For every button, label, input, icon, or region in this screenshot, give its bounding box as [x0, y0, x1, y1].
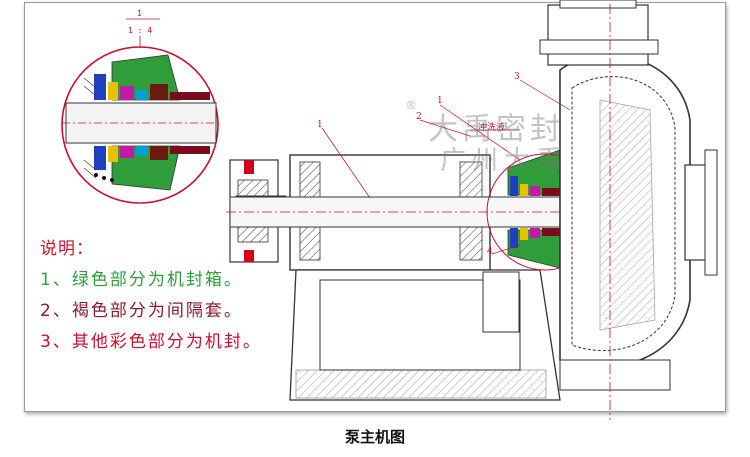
callout-4: 4 — [487, 247, 493, 257]
mechanical-seal-box — [507, 149, 566, 269]
note-spacer: 2、褐色部分为间隔套。 — [40, 301, 243, 321]
seal-detail-view — [61, 46, 220, 204]
registered-mark: ® — [405, 98, 417, 112]
callout-1: 1 — [317, 120, 323, 130]
figure-caption: 泵主机图 — [344, 428, 405, 446]
notes-title: 说明： — [40, 239, 94, 259]
pump-casing — [539, 0, 718, 391]
watermark-line2: 广州大禹 — [440, 146, 569, 176]
pump-base — [289, 269, 561, 401]
detail-scale-numerator: 1 — [137, 9, 142, 18]
callout-3: 3 — [514, 72, 520, 82]
callout-1-seal: 1 — [437, 96, 443, 106]
note-seal: 3、其他彩色部分为机封。 — [40, 332, 262, 352]
flush-liquid-label: 冲洗液 — [478, 123, 506, 133]
note-seal-box: 1、绿色部分为机封箱。 — [40, 270, 243, 290]
detail-scale-denominator: 1 : 4 — [128, 26, 153, 35]
notes-block: 说明： 1、绿色部分为机封箱。 2、褐色部分为间隔套。 3、其他彩色部分为机封。 — [40, 234, 262, 352]
watermark-line1: 大禹密封 — [428, 112, 564, 147]
callout-2: 2 — [416, 112, 422, 122]
